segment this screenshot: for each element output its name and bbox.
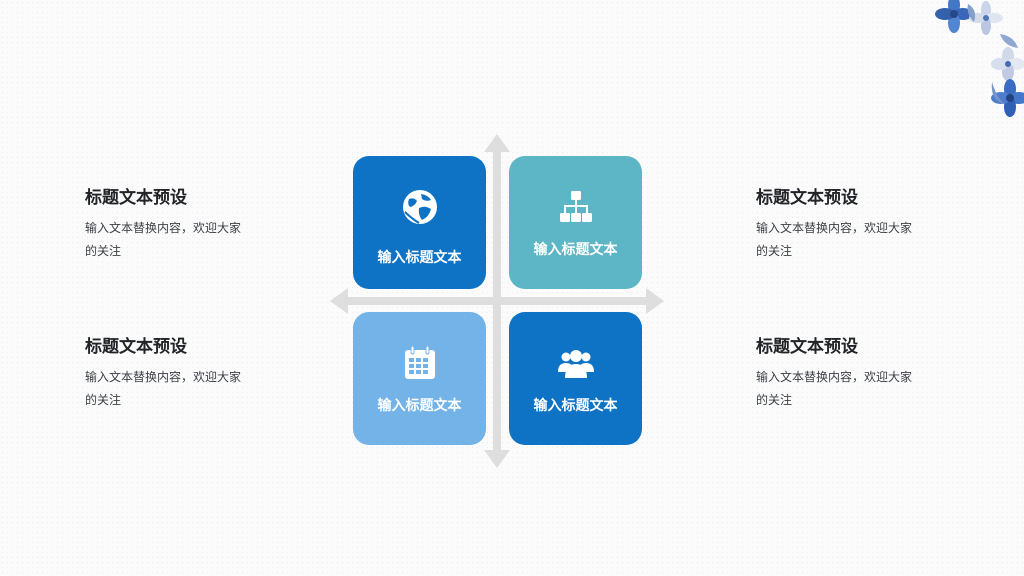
text-block-top-right: 标题文本预设 输入文本替换内容，欢迎大家的关注 <box>756 187 921 263</box>
arrow-right-icon <box>646 288 664 314</box>
tile-label: 输入标题文本 <box>533 398 618 414</box>
tile-label: 输入标题文本 <box>377 398 462 414</box>
arrow-left-icon <box>330 288 348 314</box>
block-body: 输入文本替换内容，欢迎大家的关注 <box>756 370 913 407</box>
block-title: 标题文本预设 <box>756 188 858 208</box>
tile-top-right[interactable]: 输入标题文本 <box>509 156 642 289</box>
text-block-bottom-left: 标题文本预设 输入文本替换内容，欢迎大家的关注 <box>85 336 250 412</box>
arrow-up-icon <box>484 134 510 152</box>
tile-label: 输入标题文本 <box>377 250 462 266</box>
calendar-icon <box>401 344 439 382</box>
tile-top-left[interactable]: 输入标题文本 <box>353 156 486 289</box>
block-body: 输入文本替换内容，欢迎大家的关注 <box>756 221 913 258</box>
block-title: 标题文本预设 <box>85 188 187 208</box>
users-icon <box>557 344 595 382</box>
flower-decoration <box>935 0 1024 117</box>
globe-icon <box>401 188 439 226</box>
tile-bottom-right[interactable]: 输入标题文本 <box>509 312 642 445</box>
cross-arrows <box>330 134 664 468</box>
tile-bottom-left[interactable]: 输入标题文本 <box>353 312 486 445</box>
text-block-bottom-right: 标题文本预设 输入文本替换内容，欢迎大家的关注 <box>756 336 921 412</box>
block-title: 标题文本预设 <box>756 337 858 357</box>
tile-label: 输入标题文本 <box>533 242 618 258</box>
arrow-down-icon <box>484 450 510 468</box>
block-body: 输入文本替换内容，欢迎大家的关注 <box>85 221 242 258</box>
block-body: 输入文本替换内容，欢迎大家的关注 <box>85 370 242 407</box>
horizontal-arrow-bar <box>346 297 648 305</box>
text-block-top-left: 标题文本预设 输入文本替换内容，欢迎大家的关注 <box>85 187 250 263</box>
block-title: 标题文本预设 <box>85 337 187 357</box>
hierarchy-icon <box>557 188 595 226</box>
